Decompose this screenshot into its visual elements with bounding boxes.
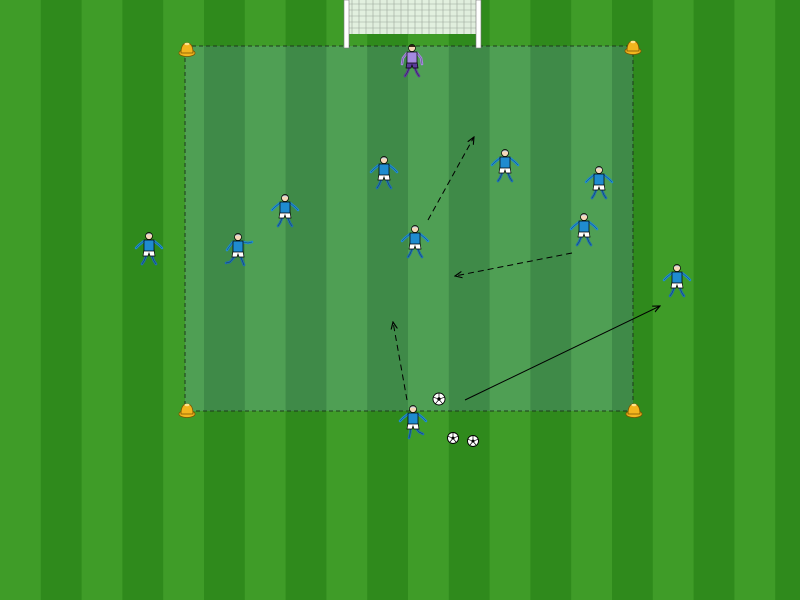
grass-stripe — [0, 0, 42, 600]
zone-stripe — [367, 46, 409, 411]
run-arrow-dashed — [393, 322, 408, 401]
player-icon — [569, 213, 599, 247]
player-icon — [134, 232, 164, 266]
goalkeeper-icon — [400, 44, 424, 78]
player-icon — [490, 149, 520, 183]
ball-icon — [432, 392, 446, 406]
ball-icon — [447, 432, 459, 444]
training-zone — [185, 46, 633, 411]
zone-stripe — [489, 46, 531, 411]
zone-stripe — [612, 46, 633, 411]
ball-icon — [467, 435, 479, 447]
players — [134, 44, 692, 440]
grass-stripe — [81, 0, 123, 600]
run-arrow-dashed — [427, 137, 474, 221]
player-icon — [398, 405, 428, 440]
zone-stripe — [530, 46, 572, 411]
cone-icon — [178, 42, 196, 57]
player-icon — [400, 225, 430, 259]
zone-stripe — [448, 46, 491, 411]
player-icon — [270, 194, 300, 228]
player-icon — [662, 264, 692, 298]
player-icon — [584, 166, 614, 200]
pass-arrow-solid — [464, 306, 660, 401]
zone-stripe — [571, 46, 613, 411]
cone-icon — [178, 403, 196, 418]
zone-stripe — [244, 46, 287, 411]
grass-stripe — [734, 0, 776, 600]
zone-stripe — [326, 46, 368, 411]
cones — [178, 40, 643, 418]
cone-icon — [624, 40, 642, 55]
cone-icon — [625, 403, 643, 418]
goal-icon — [343, 0, 482, 49]
grass-stripe — [40, 0, 83, 600]
zone-stripe — [185, 46, 205, 411]
player-icon — [224, 233, 254, 267]
grass-stripe — [775, 0, 800, 600]
grass-stripe — [122, 0, 164, 600]
grass-stripe — [693, 0, 735, 600]
movement-arrows — [393, 137, 660, 401]
zone-stripe — [204, 46, 246, 411]
grass-stripe — [652, 0, 695, 600]
zone-stripe — [285, 46, 327, 411]
player-icon — [369, 156, 399, 190]
balls — [432, 392, 479, 447]
